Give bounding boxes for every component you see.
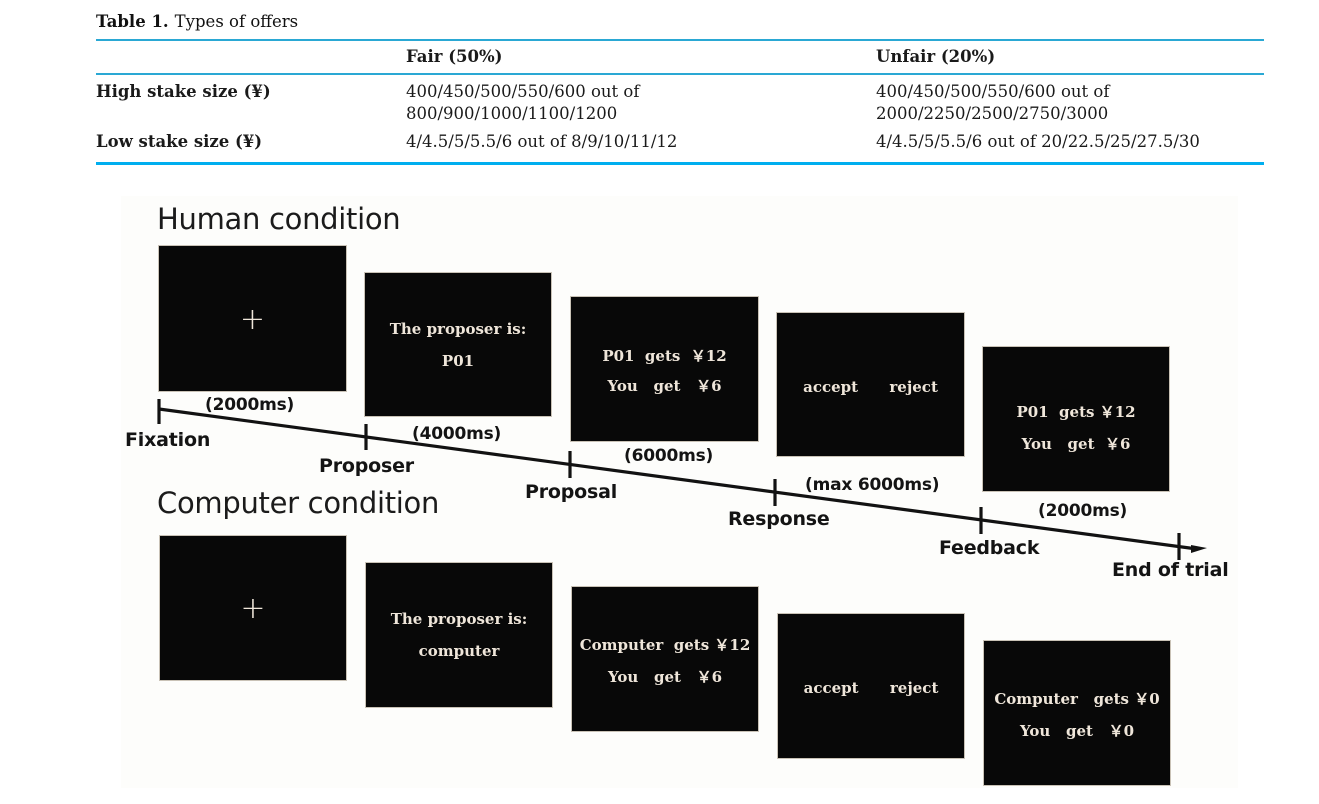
screen-text-line: You get ￥6 — [607, 668, 723, 686]
table-caption: Table 1. Types of offers — [96, 12, 1264, 39]
human-screen-fixation: + — [158, 245, 347, 392]
computer-screen-response: accept reject — [777, 613, 965, 759]
duration-proposal: (6000ms) — [624, 446, 714, 466]
screen-text-line: You get ￥6 — [1021, 435, 1131, 453]
row-high-stake-fair: 400/450/500/550/600 out of 800/900/1000/… — [406, 75, 876, 125]
computer-screen-proposer: The proposer is: computer — [365, 562, 553, 708]
cell-line: 2000/2250/2500/2750/3000 — [876, 104, 1109, 123]
event-end-of-trial: End of trial — [1112, 559, 1229, 581]
cell-line: 800/900/1000/1100/1200 — [406, 104, 618, 123]
screen-text-line: Computer gets ￥0 — [994, 690, 1160, 708]
duration-fixation: (2000ms) — [205, 395, 295, 415]
screen-text-line: Computer gets ￥12 — [579, 636, 751, 654]
row-low-stake-unfair: 4/4.5/5/5.5/6 out of 20/22.5/25/27.5/30 — [876, 125, 1264, 162]
screen-text-line: The proposer is: — [389, 320, 527, 338]
cell-line: 400/450/500/550/600 out of — [876, 82, 1110, 101]
screen-text-line: computer — [418, 642, 500, 660]
table-row: Low stake size (¥) 4/4.5/5/5.5/6 out of … — [96, 125, 1264, 162]
screen-text-line: The proposer is: — [390, 610, 528, 628]
event-proposer: Proposer — [319, 455, 414, 477]
table-row: High stake size (¥) 400/450/500/550/600 … — [96, 75, 1264, 125]
row-label-high-stake: High stake size (¥) — [96, 82, 271, 101]
table-caption-label: Table 1. — [96, 12, 169, 31]
screen-text-line: accept reject — [803, 679, 939, 697]
computer-screen-feedback: Computer gets ￥0 You get ￥0 — [983, 640, 1171, 786]
event-feedback: Feedback — [939, 537, 1040, 559]
human-screen-response: accept reject — [776, 312, 965, 457]
computer-screen-proposal: Computer gets ￥12 You get ￥6 — [571, 586, 759, 732]
table-rule-top — [96, 39, 1264, 41]
computer-condition-title: Computer condition — [157, 486, 440, 520]
human-condition-title: Human condition — [157, 202, 401, 236]
table-body: High stake size (¥) 400/450/500/550/600 … — [96, 75, 1264, 162]
offers-table-body: High stake size (¥) 400/450/500/550/600 … — [96, 75, 1264, 162]
human-screen-proposal: P01 gets ￥12 You get ￥6 — [570, 296, 759, 442]
offers-table: Fair (50%) Unfair (20%) — [96, 41, 1264, 73]
fixation-cross-icon: + — [239, 302, 266, 337]
table-head: Fair (50%) Unfair (20%) — [96, 41, 1264, 73]
event-fixation: Fixation — [125, 429, 211, 451]
screen-text-line: accept reject — [803, 378, 938, 396]
cell-line: 4/4.5/5/5.5/6 out of 20/22.5/25/27.5/30 — [876, 132, 1200, 151]
row-label-low-stake: Low stake size (¥) — [96, 132, 263, 151]
duration-proposer: (4000ms) — [412, 424, 502, 444]
screen-text-line: P01 — [441, 352, 475, 370]
human-screen-feedback: P01 gets ￥12 You get ￥6 — [982, 346, 1170, 492]
row-low-stake-fair: 4/4.5/5/5.5/6 out of 8/9/10/11/12 — [406, 125, 876, 162]
row-high-stake-unfair: 400/450/500/550/600 out of 2000/2250/250… — [876, 75, 1264, 125]
computer-screen-fixation: + — [159, 535, 347, 681]
duration-response: (max 6000ms) — [805, 475, 940, 495]
event-response: Response — [728, 508, 830, 530]
screen-text-line: P01 gets ￥12 — [1016, 403, 1136, 421]
cell-line: 400/450/500/550/600 out of — [406, 82, 640, 101]
duration-feedback: (2000ms) — [1038, 501, 1128, 521]
table-header-fair: Fair (50%) — [406, 47, 503, 66]
table-rule-mid — [96, 73, 1264, 75]
event-proposal: Proposal — [525, 481, 618, 503]
table-caption-text: Types of offers — [174, 12, 299, 31]
table-rule-bottom — [96, 162, 1264, 165]
screen-text-line: P01 gets ￥12 — [602, 347, 727, 365]
table-header-blank — [96, 41, 406, 73]
human-screen-proposer: The proposer is: P01 — [364, 272, 552, 417]
screen-text-line: You get ￥0 — [1019, 722, 1135, 740]
table-header-unfair: Unfair (20%) — [876, 47, 996, 66]
cell-line: 4/4.5/5/5.5/6 out of 8/9/10/11/12 — [406, 132, 678, 151]
table-header-row: Fair (50%) Unfair (20%) — [96, 41, 1264, 73]
screen-text-line: You get ￥6 — [607, 377, 722, 395]
offers-table-block: Table 1. Types of offers Fair (50%) Unfai… — [96, 12, 1264, 165]
fixation-cross-icon: + — [240, 591, 266, 626]
trial-procedure-figure: Human condition + The proposer is: P01 P… — [121, 196, 1238, 788]
